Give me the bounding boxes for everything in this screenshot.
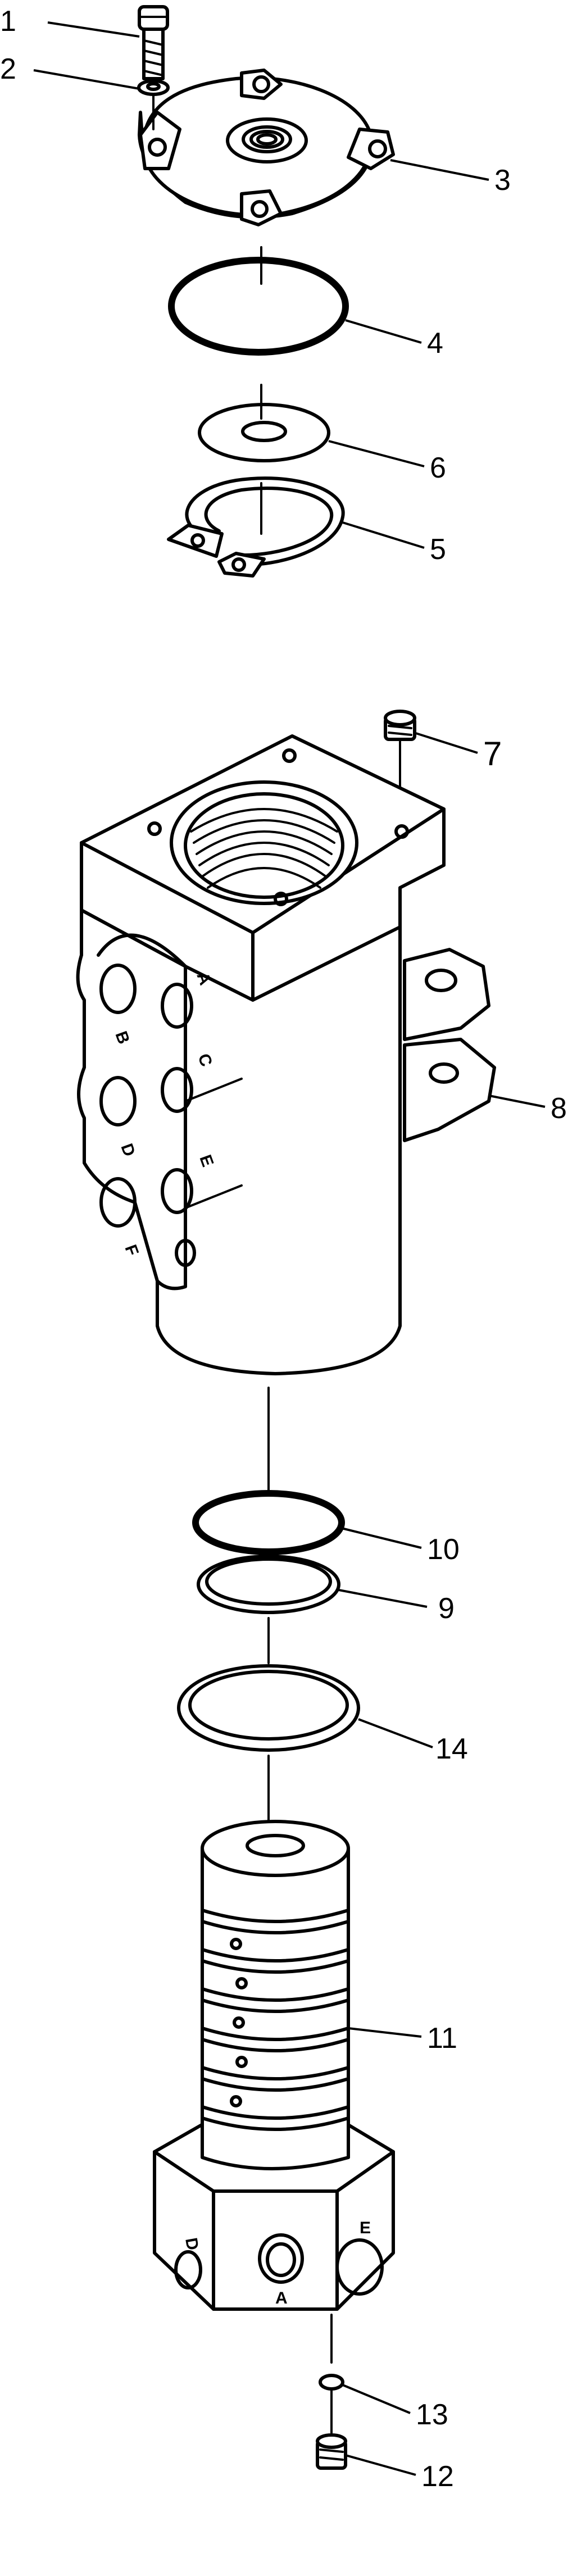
callout-1: 1 (0, 5, 16, 38)
leader-12 (345, 2454, 416, 2476)
part-9-backup-ring (197, 1555, 340, 1614)
leader-1 (47, 21, 140, 38)
body-port-label-f: F (121, 1242, 142, 1259)
leader-2 (33, 69, 140, 90)
callout-10: 10 (427, 1533, 460, 1566)
part-14-seal-ring (177, 1664, 360, 1752)
callout-13: 13 (416, 2398, 448, 2431)
leader-7 (415, 732, 478, 754)
callout-6: 6 (430, 452, 446, 484)
part-8-swivel-body (76, 734, 496, 1375)
part-13-small-o-ring (319, 2374, 344, 2434)
callout-5: 5 (430, 533, 446, 566)
part-10-o-ring (192, 1490, 345, 1555)
leader-11 (348, 2027, 422, 2038)
part-4-o-ring (168, 257, 349, 356)
part-2-washer (137, 79, 170, 96)
leader-6 (328, 440, 425, 467)
callout-8: 8 (551, 1092, 567, 1125)
callout-11: 11 (427, 2022, 457, 2055)
callout-7: 7 (483, 735, 502, 773)
leader-9 (338, 1589, 428, 1608)
spool-port-label-e: E (360, 2219, 371, 2237)
part-12-plug (316, 2433, 347, 2470)
leader-5 (342, 521, 425, 549)
part-6-shim (198, 403, 330, 462)
callout-2: 2 (0, 53, 16, 85)
part-11-spool (153, 1820, 395, 2311)
callout-9: 9 (438, 1592, 455, 1625)
callout-3: 3 (494, 164, 511, 197)
leader-4 (345, 319, 422, 344)
callout-12: 12 (421, 2460, 454, 2493)
leader-8 (488, 1094, 546, 1108)
part-5-snap-ring (167, 476, 345, 578)
callout-14: 14 (435, 1733, 468, 1765)
leader-13 (342, 2384, 411, 2414)
callout-4: 4 (427, 327, 443, 360)
leader-14 (358, 1718, 433, 1748)
leader-3 (390, 159, 489, 181)
leader-10 (341, 1527, 422, 1549)
spool-port-label-a: A (275, 2289, 288, 2307)
part-3-cover-plate (138, 69, 395, 226)
part-1-bolt (138, 5, 169, 80)
